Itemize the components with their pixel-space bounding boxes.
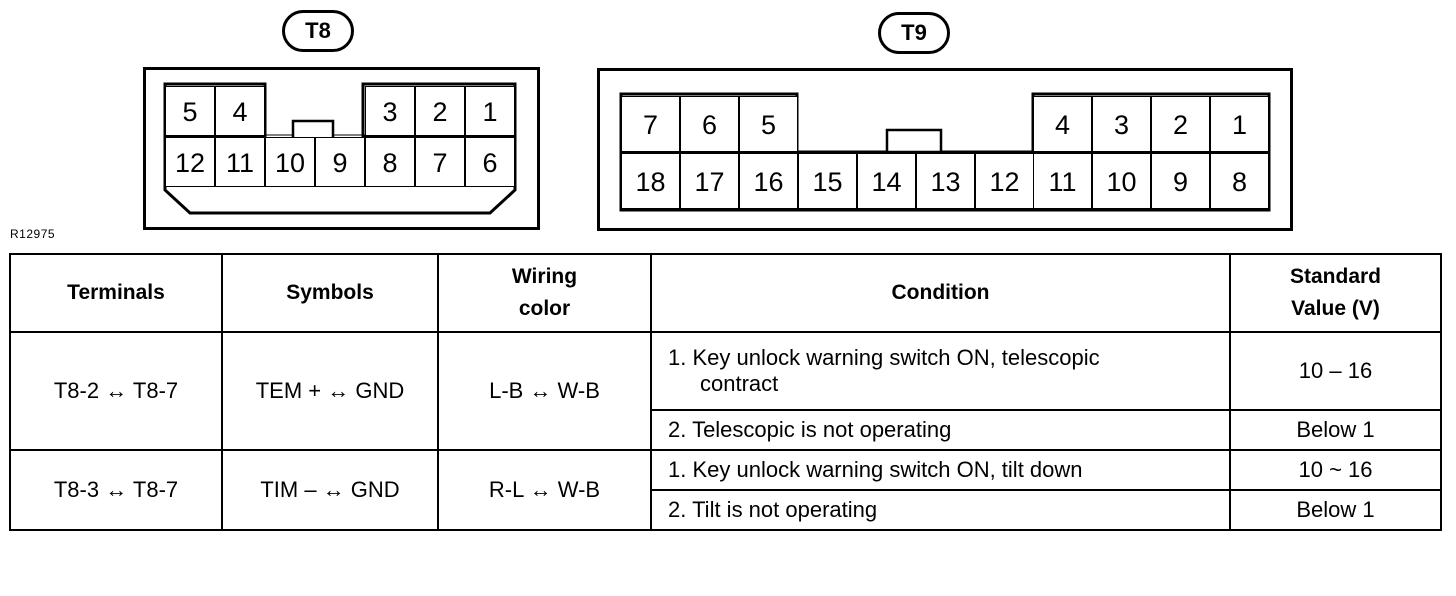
- pin-t9-1: 1: [1210, 96, 1269, 152]
- header-wiring-color: Wiring color: [437, 253, 652, 333]
- table-row: 2. Tilt is not operating Below 1: [10, 489, 1442, 531]
- cell-standard-value: 10 ~ 16: [1229, 449, 1442, 491]
- condition-line2: contract: [700, 371, 779, 396]
- pin-t9-17: 17: [680, 153, 739, 209]
- cell-condition: 1. Key unlock warning switch ON, telesco…: [650, 331, 1231, 411]
- pin-t8-8: 8: [365, 137, 415, 187]
- pin-t8-12: 12: [165, 137, 215, 187]
- cell-standard-value: 10 – 16: [1229, 331, 1442, 411]
- cell-symbols: TIM – ↔ GND: [221, 449, 439, 531]
- cell-condition: 1. Key unlock warning switch ON, tilt do…: [650, 449, 1231, 491]
- pin-t9-15: 15: [798, 153, 857, 209]
- header-standard-value-line1: Standard: [1289, 265, 1381, 288]
- pin-t9-9: 9: [1151, 153, 1210, 209]
- pin-t8-9: 9: [315, 137, 365, 187]
- condition-line1: 1. Key unlock warning switch ON, telesco…: [668, 345, 1100, 370]
- pin-t8-10: 10: [265, 137, 315, 187]
- pin-t8-5: 5: [165, 86, 215, 136]
- pin-t8-6: 6: [465, 137, 515, 187]
- cell-condition: 2. Telescopic is not operating: [650, 409, 1231, 451]
- pin-t8-7: 7: [415, 137, 465, 187]
- header-wiring-color-line2: color: [518, 297, 571, 320]
- pin-t9-6: 6: [680, 96, 739, 152]
- pin-t8-3: 3: [365, 86, 415, 136]
- pin-t9-10: 10: [1092, 153, 1151, 209]
- header-condition: Condition: [650, 253, 1231, 333]
- cell-symbols: TEM + ↔ GND: [221, 331, 439, 451]
- pin-t9-8: 8: [1210, 153, 1269, 209]
- pin-t8-11: 11: [215, 137, 265, 187]
- header-wiring-color-line1: Wiring: [511, 265, 578, 288]
- cell-standard-value: Below 1: [1229, 489, 1442, 531]
- pin-t9-14: 14: [857, 153, 916, 209]
- header-terminals: Terminals: [9, 253, 223, 333]
- pin-t9-7: 7: [621, 96, 680, 152]
- table-row: T8-2 ↔ T8-7 TEM + ↔ GND L-B ↔ W-B 1. Key…: [9, 331, 1442, 451]
- pin-t9-16: 16: [739, 153, 798, 209]
- pin-t9-13: 13: [916, 153, 975, 209]
- pin-t8-1: 1: [465, 86, 515, 136]
- connector-t9-label: T9: [878, 12, 950, 54]
- connector-t8-label: T8: [282, 10, 354, 52]
- pin-t8-2: 2: [415, 86, 465, 136]
- pin-t9-3: 3: [1092, 96, 1151, 152]
- pin-t9-4: 4: [1033, 96, 1092, 152]
- pin-t9-11: 11: [1033, 153, 1092, 209]
- pin-t8-4: 4: [215, 86, 265, 136]
- table-row: 2. Telescopic is not operating Below 1: [10, 409, 1442, 451]
- header-symbols: Symbols: [221, 253, 439, 333]
- table-row: T8-3 ↔ T8-7 TIM – ↔ GND R-L ↔ W-B 1. Key…: [9, 449, 1442, 531]
- cell-wiring: L-B ↔ W-B: [437, 331, 652, 451]
- cell-wiring: R-L ↔ W-B: [437, 449, 652, 531]
- pin-t9-18: 18: [621, 153, 680, 209]
- cell-standard-value: Below 1: [1229, 409, 1442, 451]
- cell-condition: 2. Tilt is not operating: [650, 489, 1231, 531]
- header-standard-value-line2: Value (V): [1291, 297, 1380, 320]
- pin-t9-12: 12: [975, 153, 1034, 209]
- pin-t9-5: 5: [739, 96, 798, 152]
- pin-t9-2: 2: [1151, 96, 1210, 152]
- cell-terminals: T8-3 ↔ T8-7: [9, 449, 223, 531]
- cell-terminals: T8-2 ↔ T8-7: [9, 331, 223, 451]
- figure-code: R12975: [10, 227, 56, 241]
